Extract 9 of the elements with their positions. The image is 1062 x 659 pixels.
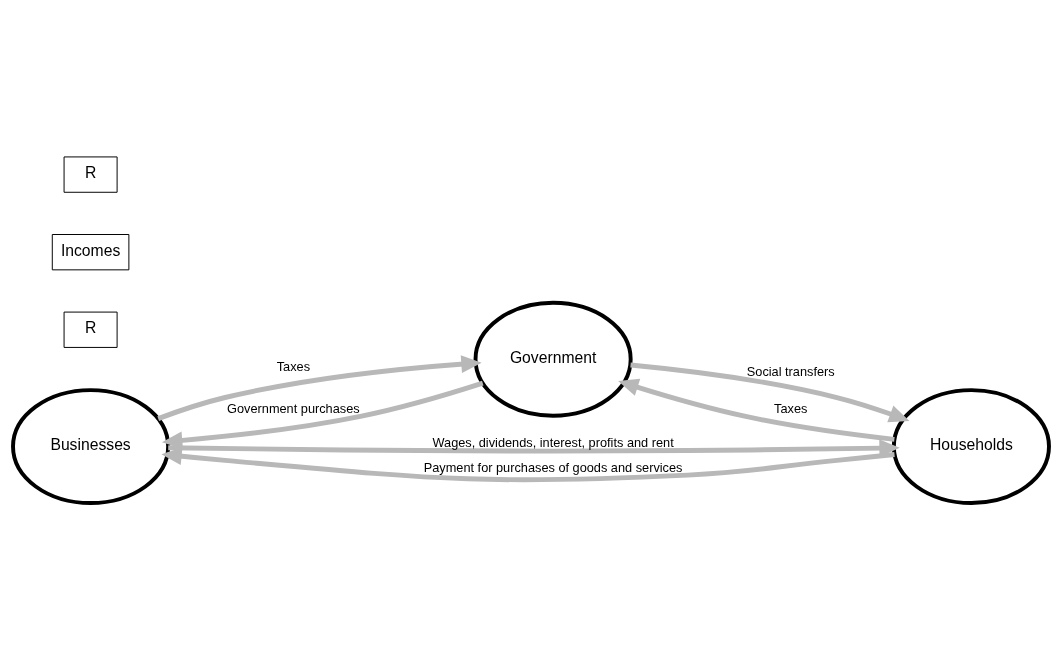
edge-label: Payment for purchases of goods and services [423,459,683,475]
label: R [84,163,97,181]
edge-label: Social transfers [746,363,835,379]
edge-label: Wages, dividends, interest, profits and rent [432,434,674,450]
edge-label: Taxes [774,400,808,416]
label: R [84,318,97,336]
edge-label: Taxes [276,358,311,374]
edge-label: Government purchases [227,400,360,416]
label: Incomes [60,241,121,259]
